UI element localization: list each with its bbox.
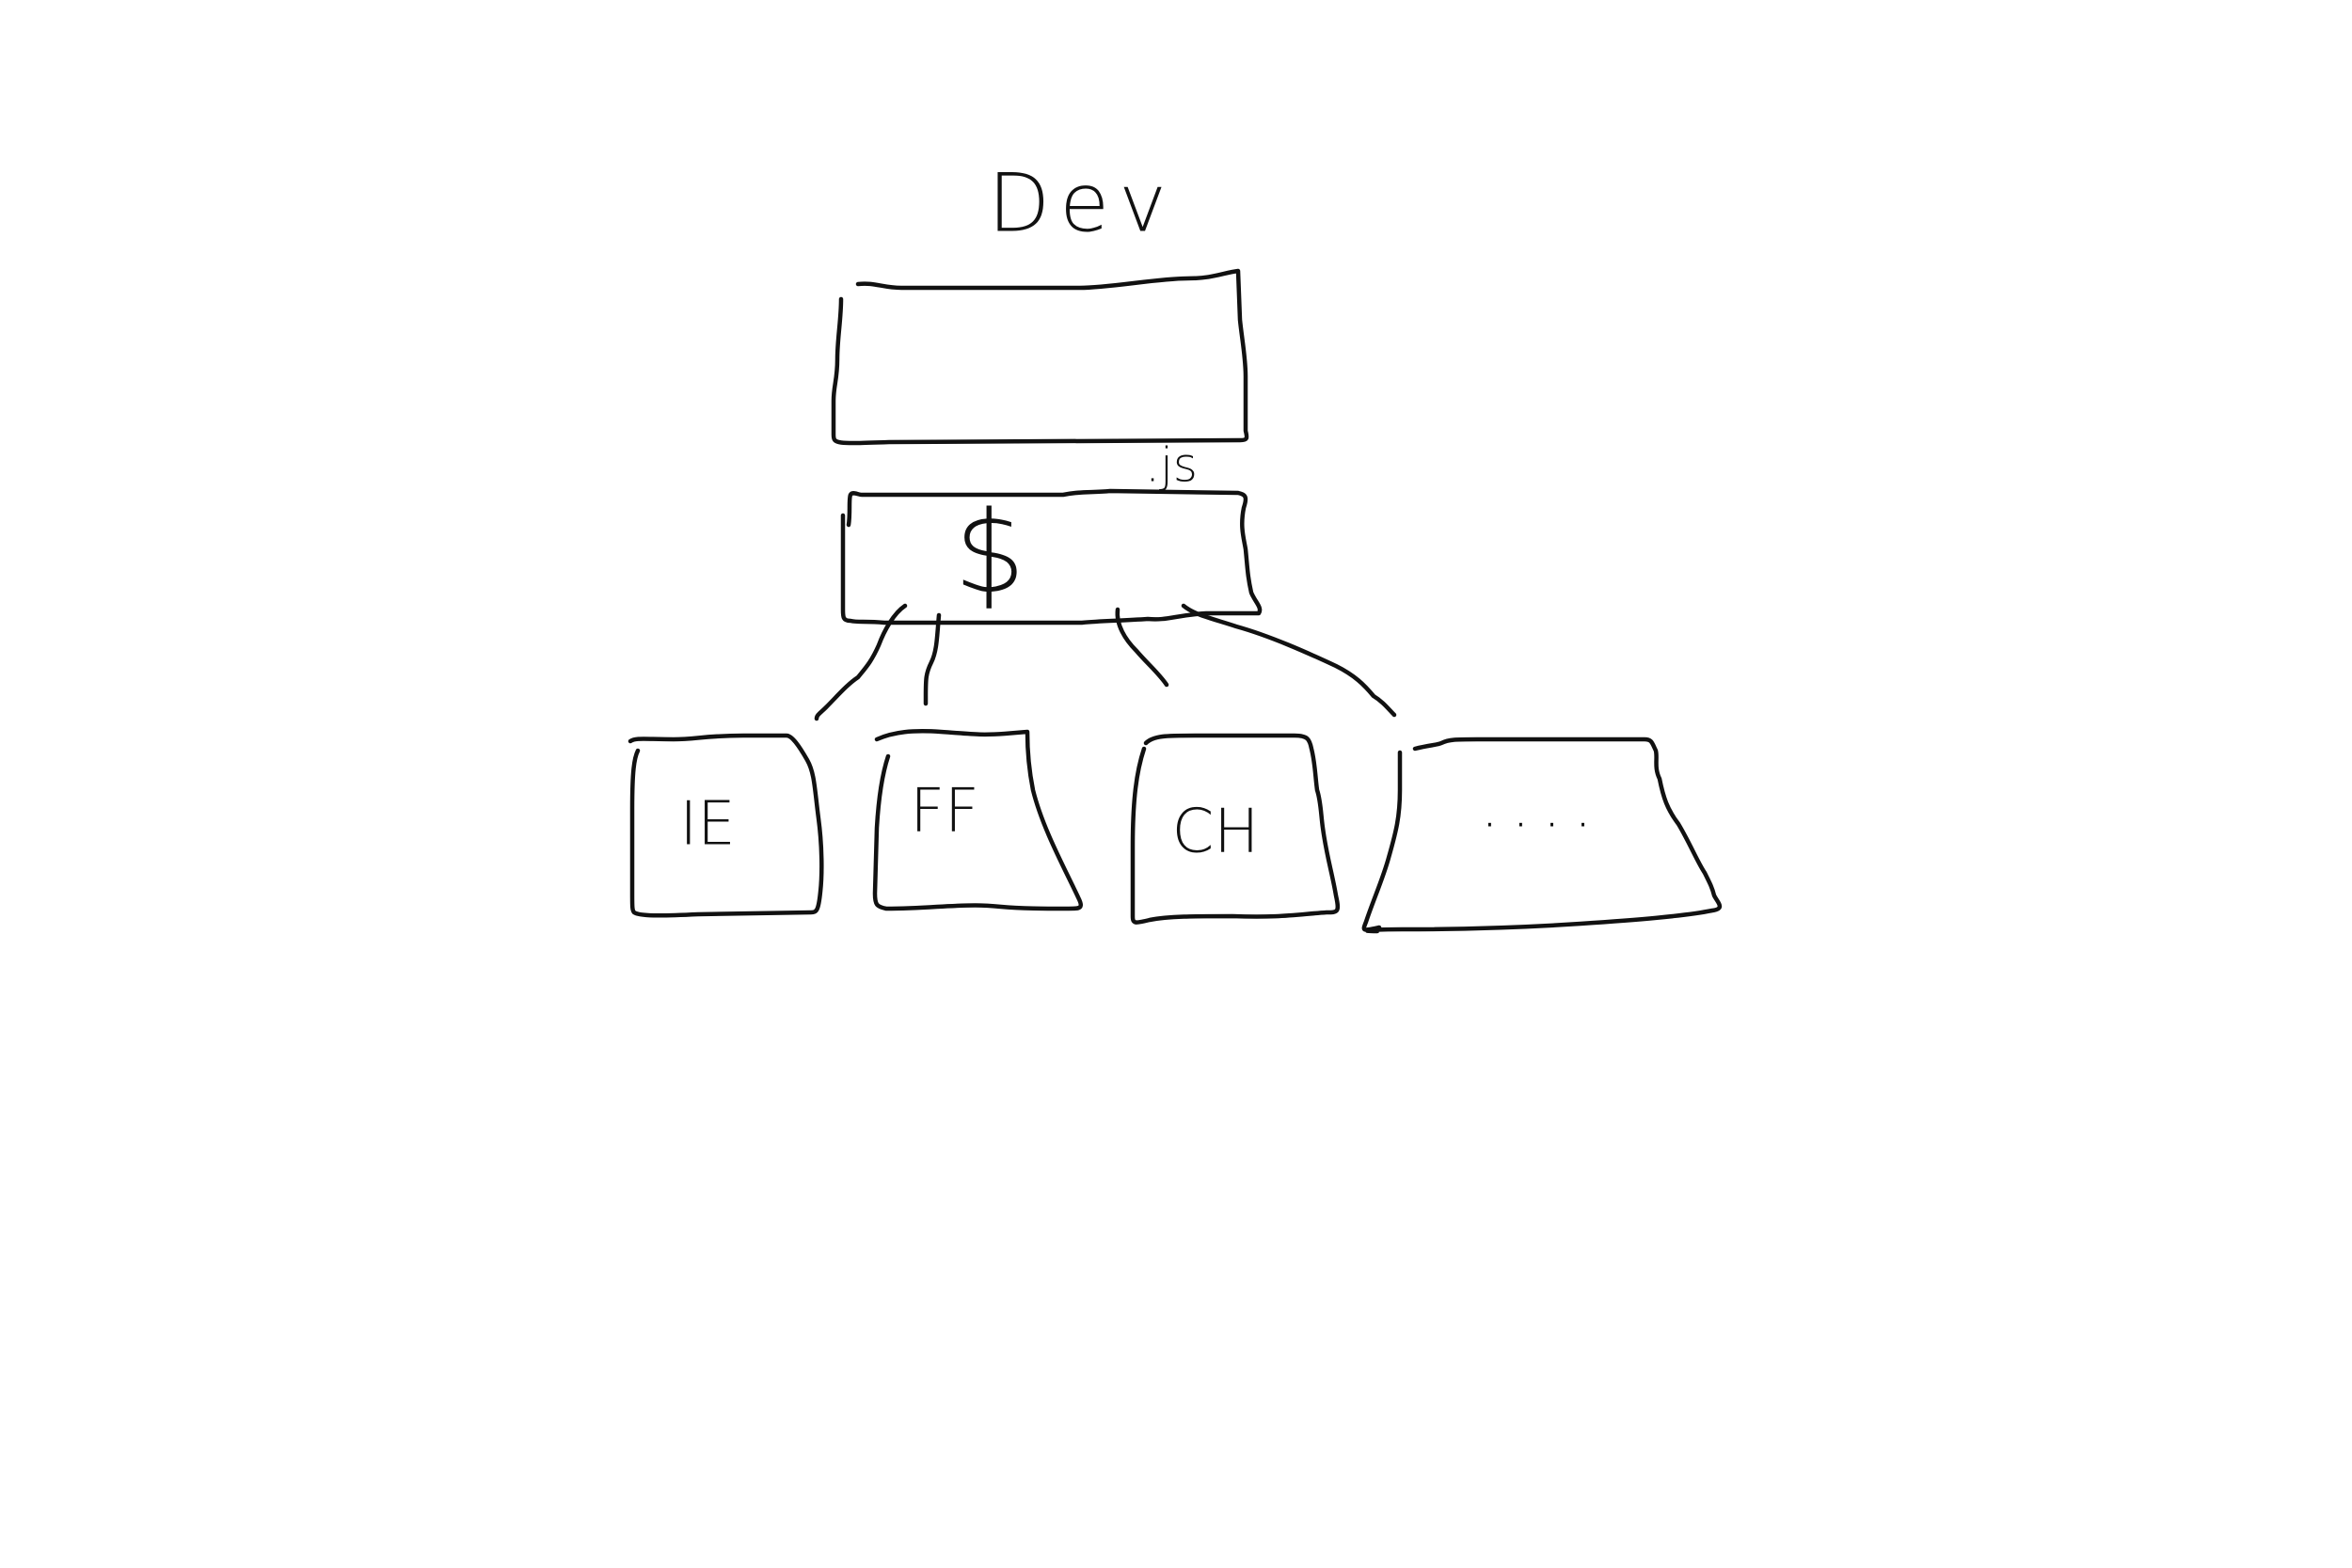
connector-to-ie	[814, 603, 908, 721]
child-label-ff: FF	[910, 777, 979, 847]
library-box	[840, 488, 1263, 626]
connector-to-more	[1181, 603, 1397, 718]
child-box-more	[1361, 736, 1723, 934]
diagram-title: Dev	[988, 157, 1176, 251]
library-symbol: $	[954, 488, 1025, 619]
child-label-ie: IE	[679, 790, 735, 860]
child-box-ch	[1130, 733, 1341, 925]
connector-to-ff	[923, 612, 942, 706]
child-label-ch: CH	[1172, 798, 1260, 867]
child-box-ie	[628, 733, 824, 918]
child-box-ff	[872, 729, 1083, 911]
connector-to-ch	[1115, 607, 1169, 688]
top-box	[831, 268, 1249, 446]
child-label-more: ....	[1481, 775, 1605, 841]
library-annotation: .js	[1145, 438, 1198, 493]
